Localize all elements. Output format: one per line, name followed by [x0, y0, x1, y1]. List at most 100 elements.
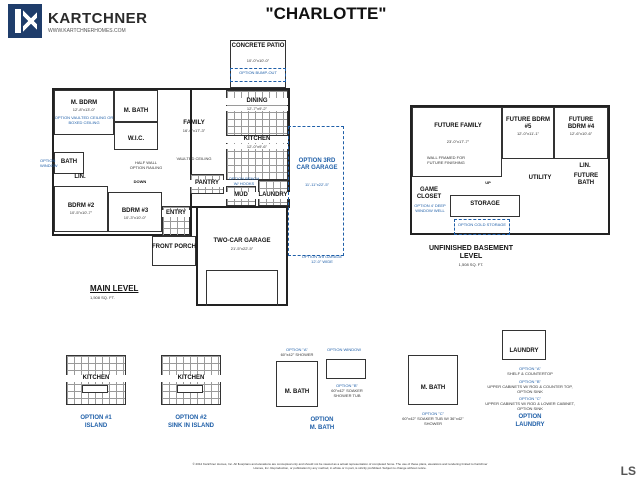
- sink-island-title: OPTION #2: [175, 415, 207, 421]
- option-laundry: LAUNDRY OPTION "A" SHELF & COUNTERTOP OP…: [480, 330, 590, 435]
- front-porch: [152, 236, 196, 266]
- option-window-label: OPTION WINDOW: [40, 158, 58, 168]
- option-garage-dim: 11'-11"x22'-5": [304, 182, 329, 187]
- mud-label: MUD: [226, 192, 256, 199]
- up-label: UP: [485, 180, 491, 185]
- laundry-c-desc: UPPER CABINETS W/ ROD & LOWER CABINET, O…: [485, 401, 575, 411]
- option-mbath: OPTION "A" 60"x42" SHOWER M. BATH OPTION…: [262, 345, 382, 440]
- mbath-c-label: OPTION "C": [421, 411, 445, 416]
- future-family-label: FUTURE FAMILY: [434, 123, 482, 129]
- island-counter-icon: [82, 385, 108, 393]
- future-bdrm4-dim: 12'-6"x10'-6": [569, 131, 593, 136]
- bumpout-label: OPTION BUMP-OUT: [239, 70, 277, 75]
- sink-island-room: KITCHEN: [161, 375, 221, 382]
- laundry-b-desc: UPPER CABINETS W/ ROD & COUNTER TOP, OPT…: [487, 384, 573, 394]
- bath-label: BATH: [60, 159, 78, 165]
- basement-title: UNFINISHED BASEMENT LEVEL: [428, 245, 513, 260]
- laundry-option-room: LAUNDRY: [509, 348, 539, 354]
- basement-sqft: 1,508 SQ. FT.: [458, 262, 484, 267]
- option-sink-island: KITCHEN OPTION #2 SINK IN ISLAND: [155, 355, 235, 435]
- mbath-subtitle: M. BATH: [309, 425, 335, 431]
- patio-dim: 10'-0"x10'-0": [246, 58, 270, 63]
- entry-label: ENTRY: [162, 210, 190, 217]
- option-island: KITCHEN OPTION #1 ISLAND: [60, 355, 140, 435]
- mbath-label: M. BATH: [123, 108, 149, 114]
- main-level-plan: CONCRETE PATIO 10'-0"x10'-0" OPTION BUMP…: [40, 40, 360, 310]
- garage-door: [206, 270, 278, 306]
- concrete-patio: [230, 40, 286, 88]
- brand-logo: KARTCHNER WWW.KARTCHNERHOMES.COM: [8, 4, 188, 38]
- kitchen-dim: 12'-0"x9'-6": [226, 144, 288, 149]
- mbath-a-plan: [276, 361, 318, 407]
- mbath-c-desc: 60"x42" SOAKER TUB W/ 36"x42" SHOWER: [402, 416, 464, 426]
- laundry-a-label: OPTION "A": [519, 366, 541, 371]
- mbdrm-label: M. BDRM: [70, 100, 98, 106]
- mbath-c-plan: [408, 355, 458, 405]
- option-3rd-dim: 12'-0" WIDE: [311, 259, 333, 264]
- utility-label: UTILITY: [528, 175, 552, 181]
- dining-area: [226, 90, 288, 136]
- mbath-title: OPTION: [310, 417, 334, 423]
- copyright-notice: © 2012 Kartchner Homes, Inc. All floorpl…: [192, 462, 488, 470]
- bdrm3-dim: 10'-3"x10'-0": [123, 215, 147, 220]
- basement-shell: [410, 105, 610, 235]
- wall-framed-label: WALL FRAMED FOR FUTURE FINISHING: [426, 155, 466, 165]
- cold-storage-label: OPTION COLD STORAGE: [457, 222, 507, 227]
- mbath-a-desc: 60"x42" SHOWER: [280, 352, 314, 357]
- main-level-sqft: 1,508 SQ. FT.: [90, 295, 115, 300]
- half-wall-label: HALF WALL OPTION RAILING: [129, 160, 163, 170]
- main-level-title: MAIN LEVEL: [90, 284, 139, 293]
- family-dim: 16'-0"x17'-3": [182, 128, 206, 133]
- mbath-b-desc: 60"x42" SOAKER SHOWER TUB: [331, 388, 363, 398]
- garage-label: TWO-CAR GARAGE: [213, 238, 271, 244]
- window-well-option: OPTION 4' DEEP WINDOW WELL: [414, 203, 446, 213]
- mbdrm-dim: 12'-8"x13'-0": [72, 107, 96, 112]
- vaulted-label: VAULTED CEILING: [176, 156, 212, 161]
- mbath-b-label: OPTION "B": [336, 383, 358, 388]
- bedroom-3: [108, 192, 162, 232]
- k-logo-icon: [8, 4, 42, 38]
- future-bdrm4-label: FUTURE BDRM #4: [567, 117, 595, 130]
- corner-mark: LS: [620, 464, 636, 478]
- future-family: [412, 107, 502, 177]
- storage: [450, 195, 520, 217]
- wic-label: W.I.C.: [127, 136, 145, 142]
- option-mbath-c: M. BATH OPTION "C" 60"x42" SOAKER TUB W/…: [398, 355, 468, 435]
- laundry-c-label: OPTION "C": [518, 396, 542, 401]
- mbath-a-label: OPTION "A": [286, 347, 308, 352]
- bdrm2-label: BDRM #2: [67, 203, 95, 209]
- island-title: OPTION #1: [80, 415, 112, 421]
- game-closet-label: GAME CLOSET: [416, 187, 442, 200]
- patio-label: CONCRETE PATIO: [231, 43, 285, 49]
- family-label: FAMILY: [183, 120, 205, 126]
- sink-island-subtitle: SINK IN ISLAND: [167, 423, 214, 429]
- laundry-label: LAUNDRY: [256, 192, 290, 199]
- mbath-a-room: M. BATH: [284, 389, 310, 395]
- lin-label: LIN.: [74, 174, 86, 180]
- down-label: DOWN: [133, 179, 147, 184]
- bedroom-2: [54, 186, 108, 232]
- vaulted-option: OPTION VAULTED CEILING OR BOXED CEILING: [54, 115, 114, 125]
- brand-name: KARTCHNER: [48, 10, 148, 27]
- future-bdrm5-label: FUTURE BDRM #5: [506, 117, 550, 130]
- basement-plan: FUTURE FAMILY 23'-0"x17'-7" FUTURE BDRM …: [410, 95, 630, 275]
- mbath-b-plan: [326, 359, 366, 379]
- future-bdrm4: [554, 107, 608, 159]
- island-room: KITCHEN: [66, 375, 126, 382]
- two-car-garage: [196, 206, 288, 306]
- bumpout-option: [230, 68, 286, 82]
- island-subtitle: ISLAND: [84, 423, 108, 429]
- basement-lin-label: LIN.: [579, 163, 591, 169]
- option-3rd-car-garage: [288, 126, 344, 256]
- master-bath: [114, 90, 158, 122]
- bench-option: OPTION BENCH W/ HOOKS: [228, 176, 260, 186]
- option-3rd-label: OPTION 3rd GARAGE: [301, 254, 343, 259]
- wic: [114, 122, 158, 150]
- mbath-c-room: M. BATH: [420, 385, 446, 391]
- laundry-subtitle: LAUNDRY: [515, 422, 545, 428]
- front-porch-label: FRONT PORCH: [152, 244, 196, 250]
- dining-label: DINING: [226, 98, 288, 105]
- master-bedroom: [54, 90, 114, 135]
- plan-title: "CHARLOTTE": [265, 4, 387, 23]
- laundry-option-plan: [502, 330, 546, 360]
